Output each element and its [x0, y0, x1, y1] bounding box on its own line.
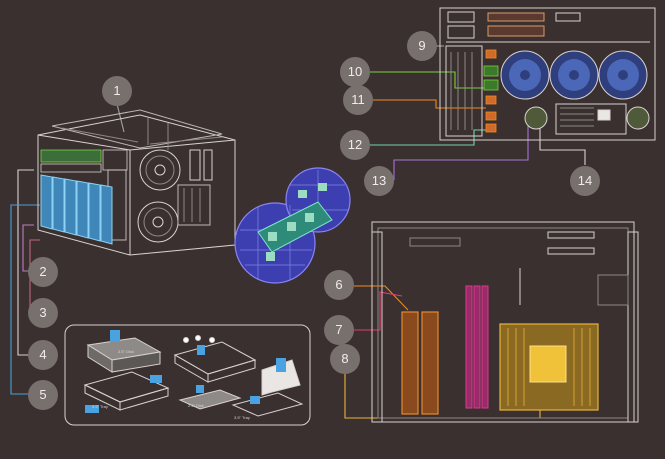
memory-modules	[401, 285, 489, 415]
cpu-heatsink	[499, 323, 599, 411]
callout-badge-8: 8	[330, 344, 360, 374]
inset-labels: 3.5" Disk 3.5" Tray 2.5" Disk 3.5" Tray	[92, 349, 250, 420]
callout-number: 2	[39, 264, 47, 279]
tray-inset: 3.5" Disk 3.5" Tray 2.5" Disk 3.5" Tray	[64, 324, 311, 426]
power-supply	[524, 103, 650, 135]
callout-badge-9: 9	[407, 31, 437, 61]
callout-badge-4: 4	[28, 340, 58, 370]
svg-text:3.5" Tray: 3.5" Tray	[92, 404, 108, 409]
callout-badge-5: 5	[28, 380, 58, 410]
leader-6	[354, 285, 409, 311]
callout-badge-12: 12	[340, 130, 370, 160]
callout-badge-11: 11	[343, 85, 373, 115]
callout-number: 4	[39, 347, 47, 362]
callout-number: 11	[351, 92, 365, 107]
callout-number: 6	[335, 277, 343, 292]
callout-badge-6: 6	[324, 270, 354, 300]
motherboard	[371, 221, 639, 423]
leader-5	[10, 204, 42, 395]
callout-number: 14	[577, 173, 593, 188]
callout-badge-2: 2	[28, 257, 58, 287]
callout-badge-1: 1	[102, 76, 132, 106]
svg-text:2.5" Disk: 2.5" Disk	[188, 403, 204, 408]
callout-number: 1	[113, 83, 121, 98]
nas-rear-fans	[137, 149, 213, 243]
rear-fans	[500, 50, 648, 100]
svg-text:3.5" Disk: 3.5" Disk	[118, 349, 134, 354]
rear-ports	[483, 49, 499, 133]
leader-12	[370, 129, 486, 146]
leader-1	[116, 103, 125, 133]
rear-panel	[439, 7, 656, 141]
callout-badge-14: 14	[570, 166, 600, 196]
leader-11	[373, 99, 486, 109]
leader-14	[539, 120, 586, 165]
svg-text:3.5" Tray: 3.5" Tray	[234, 415, 250, 420]
callout-badge-3: 3	[28, 298, 58, 328]
callout-number: 12	[347, 137, 363, 152]
inset-step-3	[231, 358, 304, 417]
callout-number: 10	[347, 64, 363, 79]
callout-number: 7	[335, 322, 343, 337]
leader-13	[393, 112, 529, 180]
callout-number: 5	[39, 387, 47, 402]
zoom-circles	[234, 167, 351, 284]
callout-number: 8	[341, 351, 349, 366]
leader-10	[370, 71, 486, 89]
inset-step-2	[173, 335, 257, 410]
callout-badge-13: 13	[364, 166, 394, 196]
nas-front-panel	[40, 149, 128, 173]
nas-drive-bays	[40, 174, 113, 245]
callout-number: 13	[371, 173, 387, 188]
leader-7	[354, 291, 403, 331]
callout-badge-10: 10	[340, 57, 370, 87]
callout-number: 9	[418, 38, 426, 53]
callout-number: 3	[39, 305, 47, 320]
inset-step-1	[83, 330, 170, 413]
callout-badge-7: 7	[324, 315, 354, 345]
